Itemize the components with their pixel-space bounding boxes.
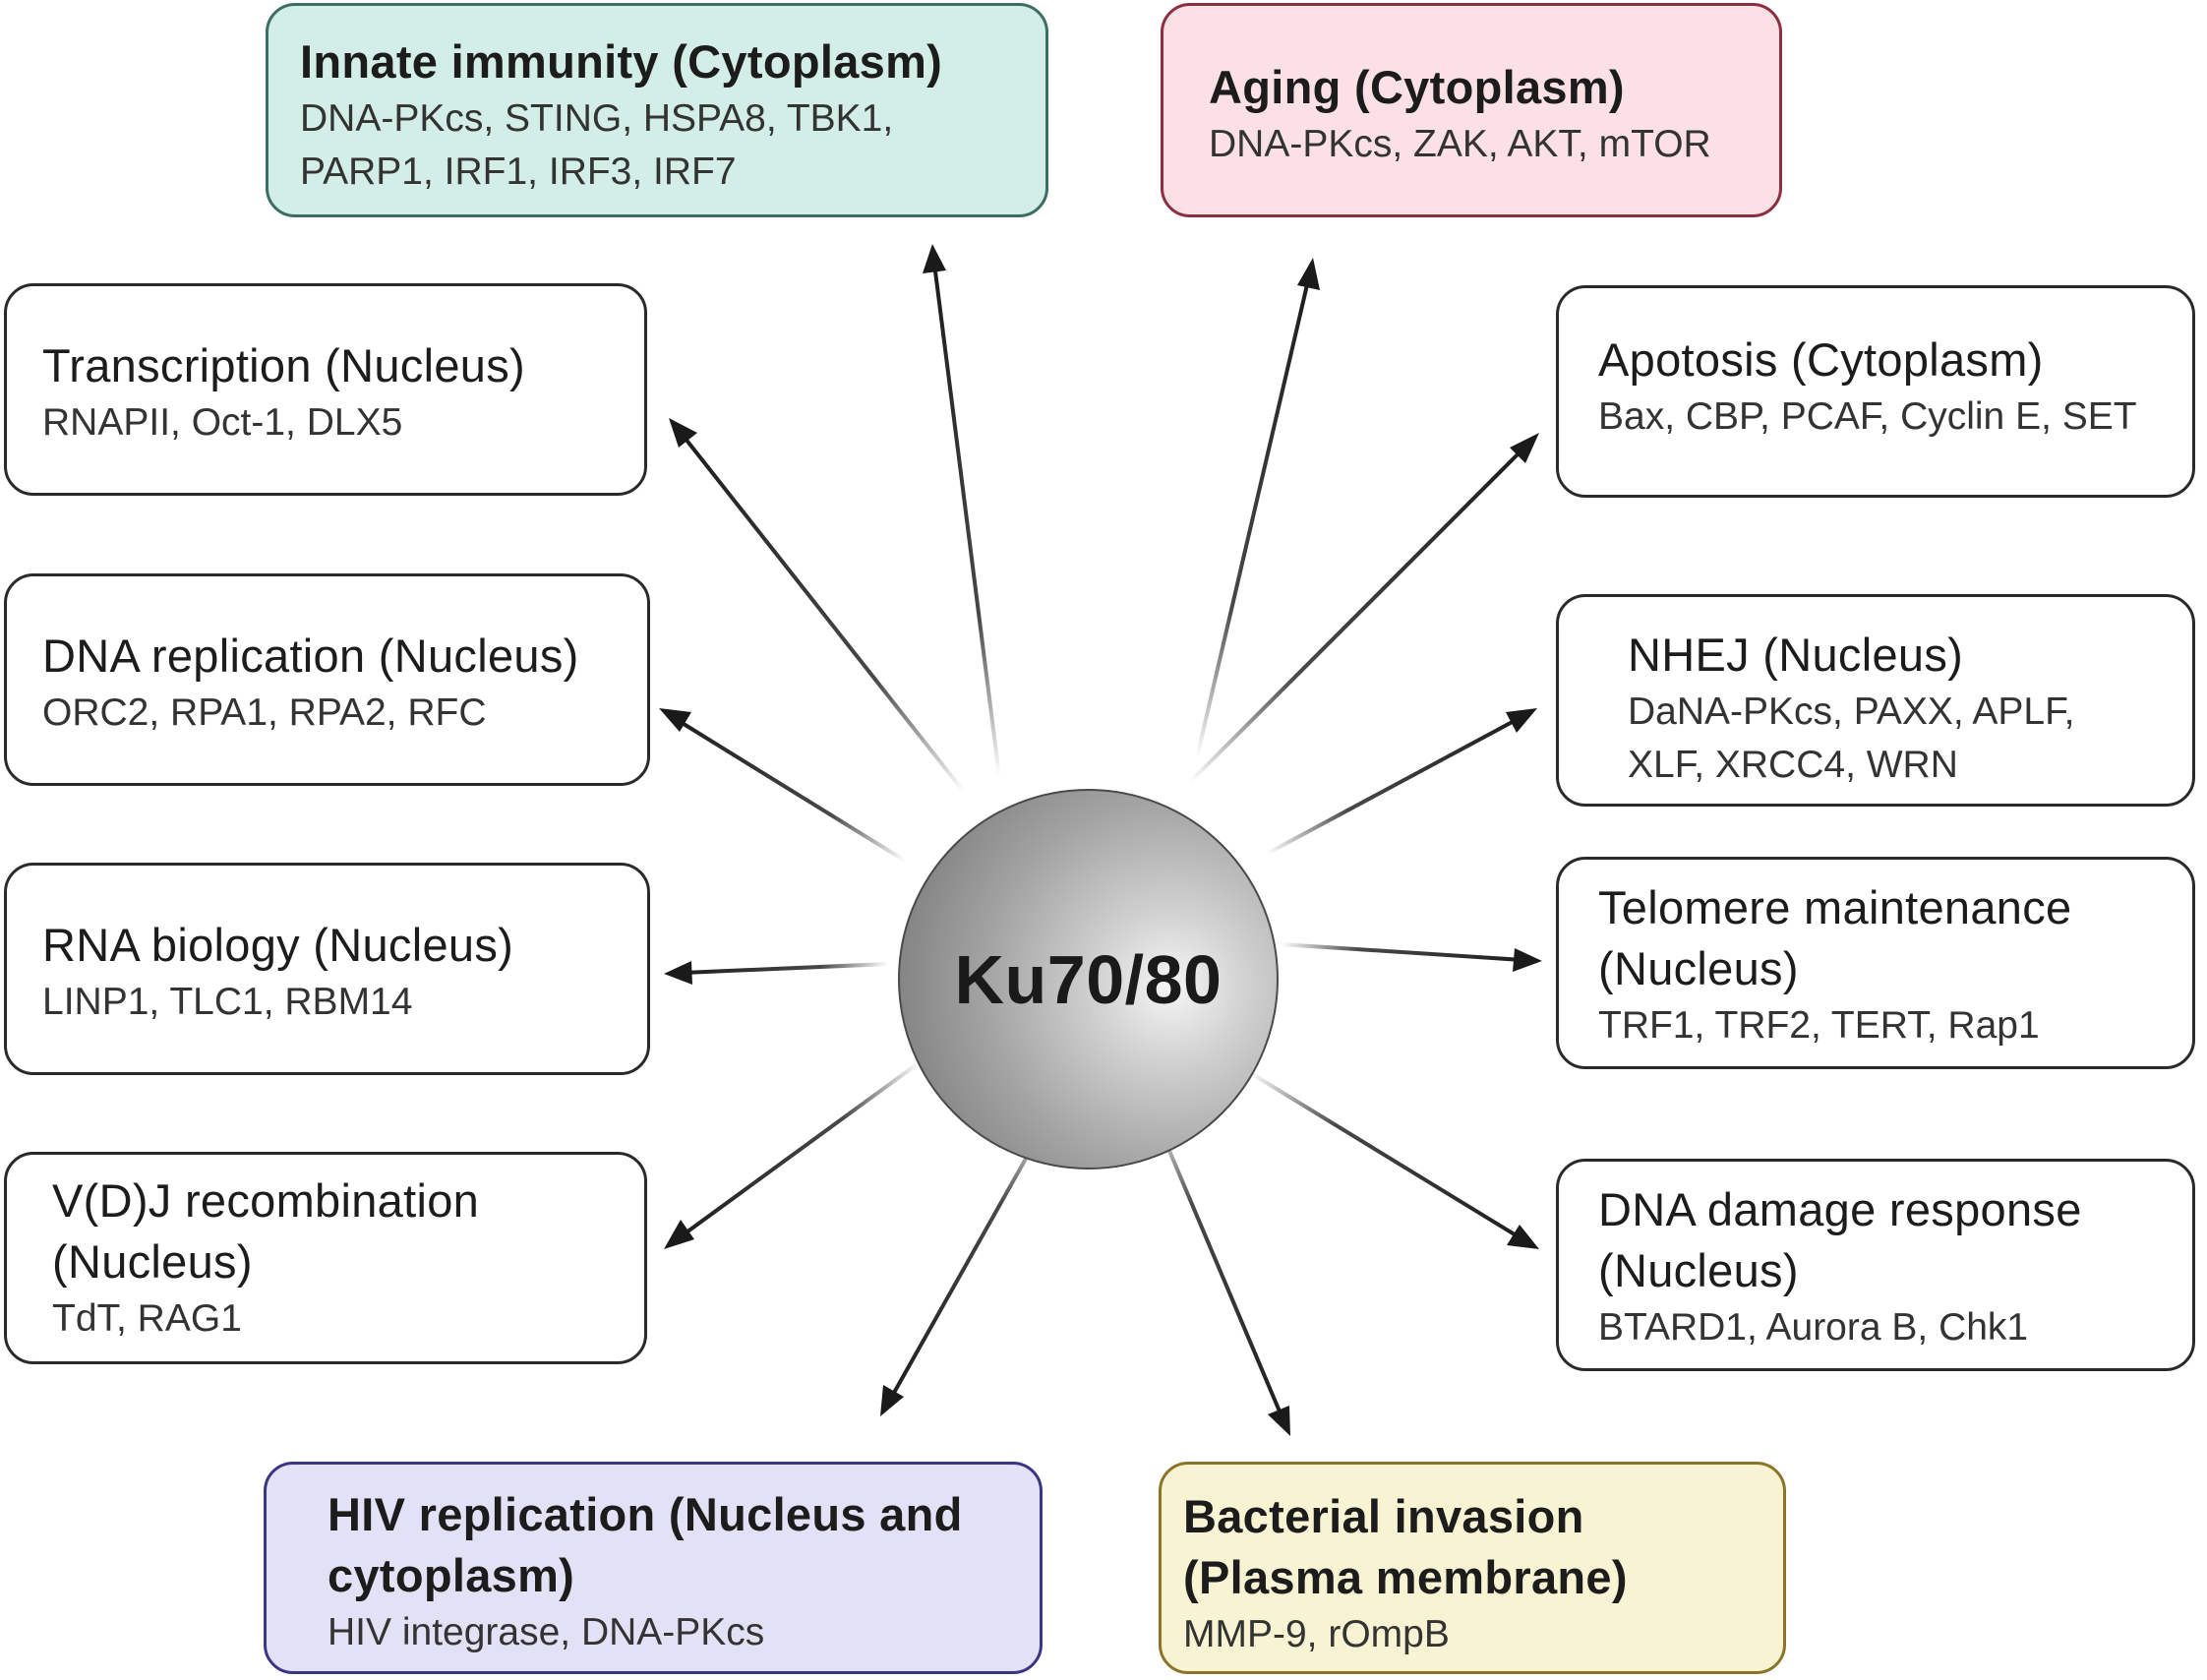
innate-immunity-title: Innate immunity (Cytoplasm): [300, 35, 943, 88]
telomere-maintenance-title: Telomere maintenance (Nucleus): [1598, 881, 2072, 994]
innate-immunity-body: DNA-PKcs, STING, HSPA8, TBK1, PARP1, IRF…: [300, 97, 894, 193]
dna-replication-body: ORC2, RPA1, RPA2, RFC: [42, 691, 487, 734]
arrow-to-transcription: [669, 418, 966, 794]
apoptosis-box: Apotosis (Cytoplasm) Bax, CBP, PCAF, Cyc…: [1556, 285, 2195, 498]
arrow-to-telomere-maintenance: [1280, 942, 1542, 972]
nhej-box: NHEJ (Nucleus) DaNA-PKcs, PAXX, APLF, XL…: [1556, 594, 2195, 807]
arrow-to-bacterial-invasion: [1149, 1106, 1290, 1436]
arrow-to-dna-replication: [659, 708, 907, 863]
transcription-body: RNAPII, Oct-1, DLX5: [42, 401, 403, 444]
transcription-box: Transcription (Nucleus) RNAPII, Oct-1, D…: [4, 283, 647, 496]
rna-biology-title: RNA biology (Nucleus): [42, 919, 514, 971]
innate-immunity-box: Innate immunity (Cytoplasm) DNA-PKcs, ST…: [266, 3, 1048, 217]
arrow-to-apoptosis: [1188, 433, 1539, 784]
hiv-replication-box: HIV replication (Nucleus and cytoplasm) …: [264, 1462, 1043, 1674]
telomere-maintenance-body: TRF1, TRF2, TERT, Rap1: [1598, 1004, 2040, 1047]
arrow-to-hiv-replication: [880, 1110, 1054, 1416]
arrow-to-nhej: [1266, 708, 1537, 856]
telomere-maintenance-box: Telomere maintenance (Nucleus) TRF1, TRF…: [1556, 857, 2195, 1069]
bacterial-invasion-box: Bacterial invasion (Plasma membrane) MMP…: [1159, 1462, 1786, 1674]
vdj-recombination-box: V(D)J recombination (Nucleus) TdT, RAG1: [4, 1152, 647, 1364]
arrow-to-dna-damage-response: [1247, 1070, 1539, 1249]
bacterial-invasion-title: Bacterial invasion (Plasma membrane): [1183, 1490, 1628, 1603]
vdj-recombination-body: TdT, RAG1: [52, 1297, 242, 1340]
rna-biology-box: RNA biology (Nucleus) LINP1, TLC1, RBM14: [4, 863, 650, 1075]
arrow-to-innate-immunity: [923, 244, 1001, 777]
dna-replication-title: DNA replication (Nucleus): [42, 630, 579, 682]
ku70-80-center-node: Ku70/80: [898, 789, 1279, 1170]
dna-replication-box: DNA replication (Nucleus) ORC2, RPA1, RP…: [4, 573, 650, 786]
aging-box: Aging (Cytoplasm) DNA-PKcs, ZAK, AKT, mT…: [1161, 3, 1782, 217]
rna-biology-body: LINP1, TLC1, RBM14: [42, 981, 413, 1023]
nhej-title: NHEJ (Nucleus): [1628, 629, 1964, 681]
bacterial-invasion-body: MMP-9, rOmpB: [1183, 1613, 1450, 1655]
apoptosis-body: Bax, CBP, PCAF, Cyclin E, SET: [1598, 395, 2137, 438]
transcription-title: Transcription (Nucleus): [42, 339, 525, 391]
apoptosis-title: Apotosis (Cytoplasm): [1598, 333, 2044, 386]
nhej-body: DaNA-PKcs, PAXX, APLF, XLF, XRCC4, WRN: [1628, 690, 2075, 786]
aging-body: DNA-PKcs, ZAK, AKT, mTOR: [1209, 123, 1711, 165]
vdj-recombination-title: V(D)J recombination (Nucleus): [52, 1174, 480, 1288]
hiv-replication-title: HIV replication (Nucleus and cytoplasm): [328, 1488, 963, 1601]
aging-title: Aging (Cytoplasm): [1209, 61, 1625, 113]
dna-damage-response-title: DNA damage response (Nucleus): [1598, 1183, 2082, 1296]
arrow-to-vdj-recombination: [664, 1060, 922, 1249]
arrow-to-rna-biology: [664, 961, 889, 985]
hiv-replication-body: HIV integrase, DNA-PKcs: [328, 1611, 765, 1653]
arrow-to-aging: [1195, 258, 1320, 758]
center-label: Ku70/80: [954, 940, 1223, 1018]
dna-damage-response-box: DNA damage response (Nucleus) BTARD1, Au…: [1556, 1159, 2195, 1371]
dna-damage-response-body: BTARD1, Aurora B, Chk1: [1598, 1306, 2029, 1349]
